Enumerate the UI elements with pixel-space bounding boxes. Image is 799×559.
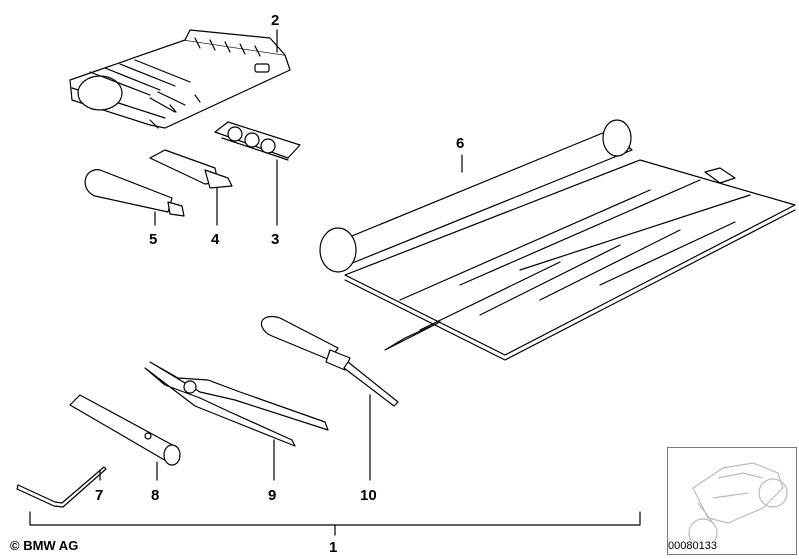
callout-part-2: 2 xyxy=(271,12,279,29)
motorcycle-icon xyxy=(668,462,796,554)
hex-key-drawing xyxy=(16,466,107,508)
diagram-number: 00080133 xyxy=(668,540,717,552)
tool-kit-rolled-drawing xyxy=(69,29,291,129)
callout-part-8: 8 xyxy=(151,487,159,504)
callout-part-9: 9 xyxy=(268,487,276,504)
screwdriver-drawing xyxy=(260,315,399,407)
copyright-notice: © BMW AG xyxy=(10,538,79,553)
callout-part-1: 1 xyxy=(329,539,337,556)
pliers-drawing xyxy=(144,361,329,447)
box-spanner-drawing xyxy=(69,394,181,466)
callout-part-7: 7 xyxy=(95,487,103,504)
fuse-holder-drawing xyxy=(214,121,301,161)
callout-part-3: 3 xyxy=(271,231,279,248)
motorcycle-thumbnail xyxy=(667,447,797,555)
callout-part-4: 4 xyxy=(211,231,220,248)
callout-part-5: 5 xyxy=(149,231,157,248)
callout-part-10: 10 xyxy=(360,487,377,504)
tool-roll-bag-drawing xyxy=(319,119,796,361)
grease-tube-drawing xyxy=(149,149,233,189)
co2-cartridge-drawing xyxy=(84,169,185,217)
assembly-bracket xyxy=(29,511,641,536)
callout-part-6: 6 xyxy=(456,135,464,152)
